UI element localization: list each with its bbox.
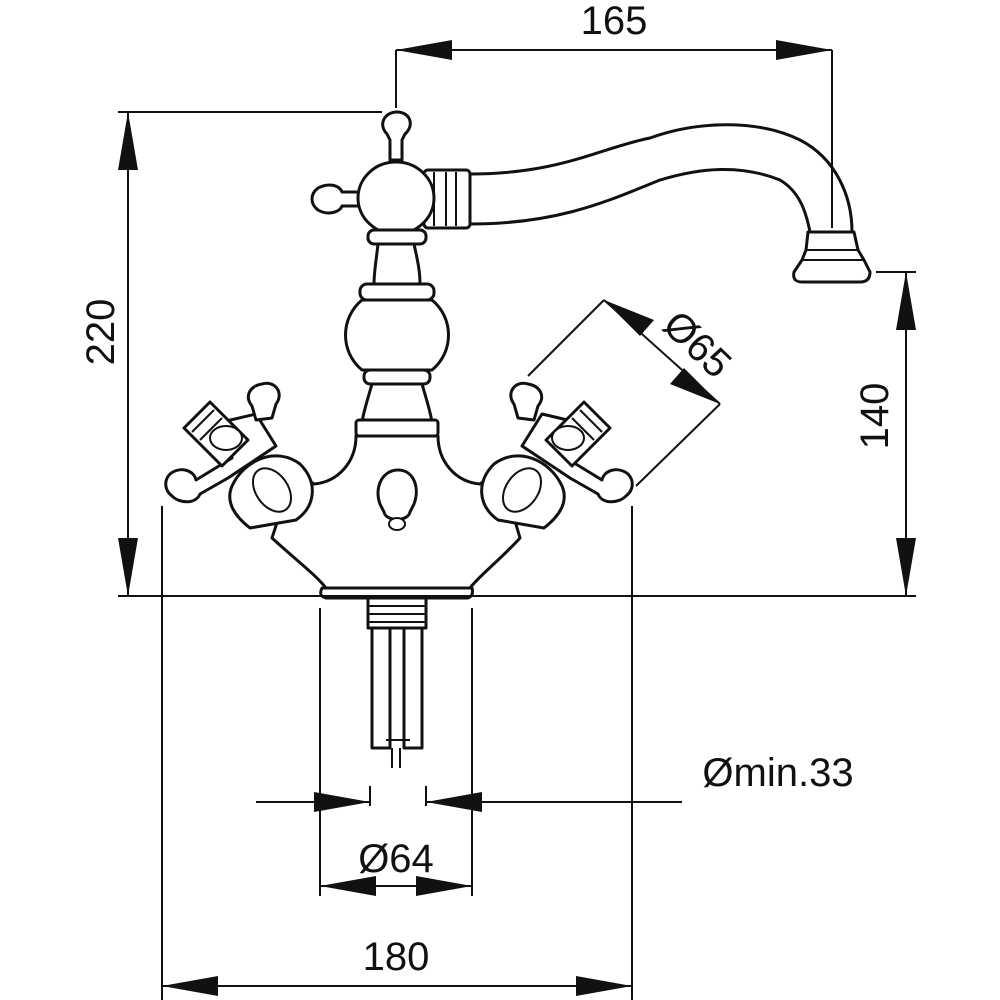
label-hole-diameter: Ømin.33	[702, 751, 853, 795]
supply-pipes	[366, 596, 428, 768]
label-spout-height: 140	[853, 383, 897, 450]
right-handle	[480, 381, 634, 530]
label-total-width: 180	[363, 935, 430, 979]
top-knob	[381, 110, 412, 162]
dimension-lines	[118, 40, 916, 1000]
label-base-diameter: Ø64	[358, 837, 434, 881]
spout-aerator	[792, 230, 872, 284]
spout	[428, 123, 854, 234]
lower-column	[360, 382, 434, 424]
side-lever	[310, 183, 362, 215]
label-spout-reach: 165	[581, 0, 648, 43]
left-handle	[164, 381, 314, 530]
column-bulb	[344, 298, 450, 372]
swivel-head	[356, 160, 436, 236]
neck-ring-top	[366, 228, 428, 246]
upper-column	[372, 242, 422, 286]
faucet-body	[164, 110, 872, 768]
label-total-height: 220	[79, 299, 123, 366]
center-drain-knob	[376, 468, 418, 521]
label-handle-diameter: Ø65	[655, 303, 740, 387]
